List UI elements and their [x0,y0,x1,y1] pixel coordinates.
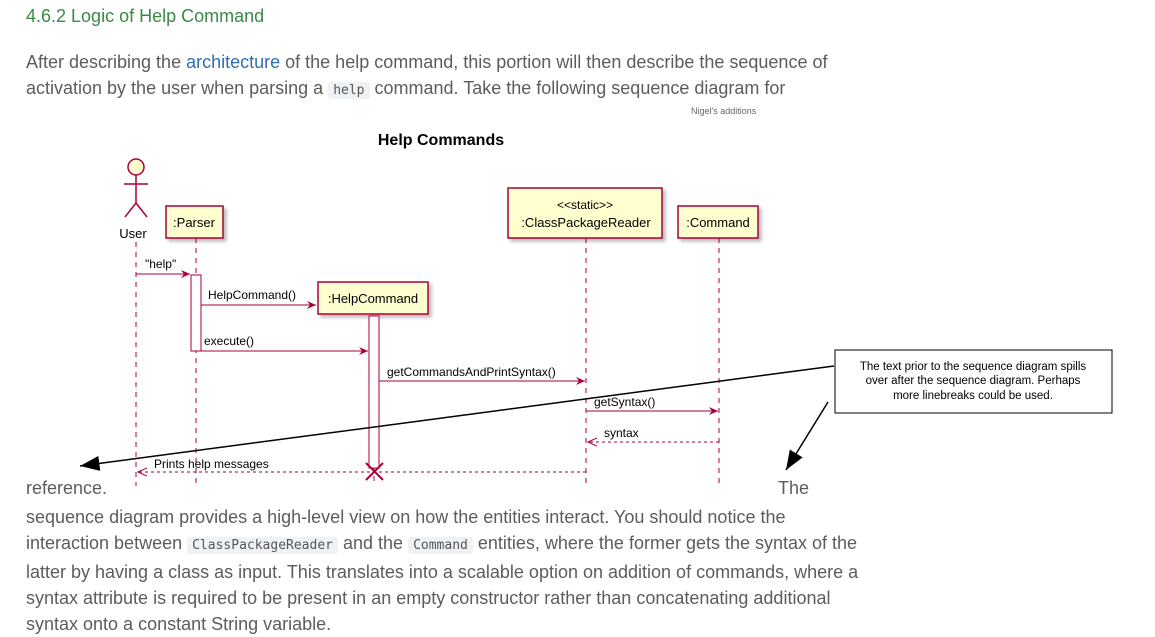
activation-helpcommand [368,315,380,469]
note-line-3: more linebreaks could be used. [893,390,1053,402]
helpcommand-label: :HelpCommand [328,291,418,306]
intro-text-3: command. Take the following sequence dia… [369,78,786,98]
section-heading: 4.6.2 Logic of Help Command [26,6,265,26]
message-getsyntax-label: getSyntax() [594,395,655,409]
lifelines [135,238,720,486]
message-helpcommand-create: HelpCommand() [201,288,316,309]
cpr-stereotype: <<static>> [557,198,613,212]
body-text-3: entities, where the former gets the synt… [26,533,859,634]
architecture-link[interactable]: architecture [186,52,281,72]
actor-label: User [119,226,147,241]
note-line-2: over after the sequence diagram. Perhaps [866,375,1081,387]
user-actor-icon [124,158,148,218]
body-text-1: sequence diagram provides a high-level v… [26,507,786,553]
reference-text: reference. [26,478,108,498]
intro-paragraph: After describing the architecture of the… [26,49,866,104]
message-getsyntax: getSyntax() [586,395,718,415]
participant-helpcommand: :HelpCommand [317,281,429,315]
message-prints-label: Prints help messages [154,457,269,471]
command-label: :Command [686,215,750,230]
annotation-note: The text prior to the sequence diagram s… [834,349,1113,414]
parser-label: :Parser [173,215,216,230]
body-text-2: and the [338,533,409,553]
cpr-label: :ClassPackageReader [521,215,651,230]
intro-text-2: of the help command, this portion will t… [26,52,828,98]
message-execute-label: execute() [204,334,254,348]
classpackagereader-code: ClassPackageReader [187,537,338,554]
annotation-author: Nigel's additions [691,106,757,116]
help-code: help [328,82,370,99]
participant-classpackagereader: <<static>> :ClassPackageReader [507,187,663,239]
activation-parser [190,274,202,352]
annotation-arrow-left [79,365,835,471]
annotation-arrow-right [785,401,829,471]
message-syntax-return: syntax [588,426,719,442]
message-prints-help: Prints help messages [138,457,586,472]
message-getcommands: getCommandsAndPrintSyntax() [379,365,585,385]
participant-parser: :Parser [165,205,224,239]
intro-text-1: After describing the [26,52,187,72]
message-execute: execute() [201,334,368,355]
the-text: The [778,478,810,498]
message-syntax-label: syntax [604,426,639,440]
message-help: "help" [136,257,190,278]
body-paragraph: sequence diagram provides a high-level v… [26,504,866,637]
command-code: Command [408,537,473,554]
participant-command: :Command [677,205,759,239]
diagram-title: Help Commands [378,132,504,149]
message-getcommands-label: getCommandsAndPrintSyntax() [387,365,556,379]
note-line-1: The text prior to the sequence diagram s… [860,361,1087,373]
message-help-label: "help" [145,257,176,271]
message-helpcommand-label: HelpCommand() [208,288,296,302]
